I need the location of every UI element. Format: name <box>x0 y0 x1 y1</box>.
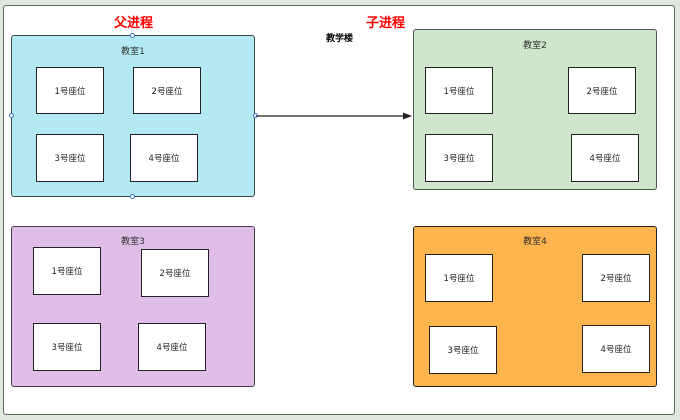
classroom-4-seat-3[interactable]: 3号座位 <box>429 326 497 374</box>
classroom-4-seat-2[interactable]: 2号座位 <box>582 254 650 302</box>
classroom-2-seat-4[interactable]: 4号座位 <box>571 134 639 182</box>
classroom-4-seat-1[interactable]: 1号座位 <box>425 254 493 302</box>
classroom-1-title: 教室1 <box>121 47 145 57</box>
selection-handle-bottom[interactable] <box>130 194 135 199</box>
classroom-2-seat-2[interactable]: 2号座位 <box>568 67 636 114</box>
arrowhead <box>403 112 412 120</box>
classroom-4-title: 教室4 <box>523 237 547 247</box>
selection-handle-top[interactable] <box>130 33 135 38</box>
child-process-label: 子进程 <box>366 16 406 31</box>
teaching-building-label: 教学楼 <box>326 34 354 44</box>
classroom-2-seat-3[interactable]: 3号座位 <box>425 134 493 182</box>
classroom-3-seat-3[interactable]: 3号座位 <box>33 323 101 371</box>
classroom-1-seat-2[interactable]: 2号座位 <box>133 67 201 114</box>
classroom-4[interactable]: 教室4 1号座位 2号座位 3号座位 4号座位 <box>413 226 657 387</box>
classroom-1-seat-4[interactable]: 4号座位 <box>130 134 198 182</box>
parent-process-label: 父进程 <box>114 16 154 31</box>
classroom-3-seat-4[interactable]: 4号座位 <box>138 323 206 371</box>
classroom-3-seat-2[interactable]: 2号座位 <box>141 249 209 297</box>
classroom-3-seat-1[interactable]: 1号座位 <box>33 247 101 295</box>
classroom-4-seat-4[interactable]: 4号座位 <box>582 325 650 373</box>
classroom-1-seat-1[interactable]: 1号座位 <box>36 67 104 114</box>
classroom-1-seat-3[interactable]: 3号座位 <box>36 134 104 182</box>
classroom-2[interactable]: 教室2 1号座位 2号座位 3号座位 4号座位 <box>413 29 657 190</box>
selection-handle-left[interactable] <box>9 113 14 118</box>
classroom-3-title: 教室3 <box>121 237 145 247</box>
classroom-2-title: 教室2 <box>523 41 547 51</box>
classroom-2-seat-1[interactable]: 1号座位 <box>425 67 493 114</box>
classroom-3[interactable]: 教室3 1号座位 2号座位 3号座位 4号座位 <box>11 226 255 387</box>
